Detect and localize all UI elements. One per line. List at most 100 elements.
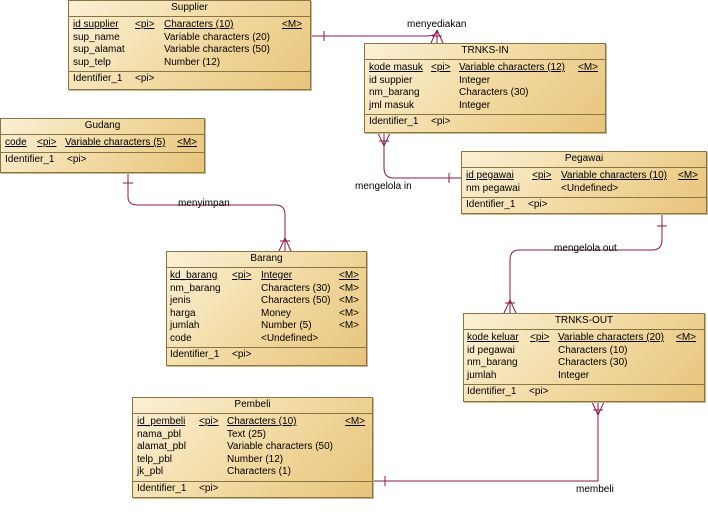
attribute-name: id pegawai <box>466 170 514 181</box>
attribute-list: kode keluar<pi>Variable characters (20)<… <box>464 330 704 385</box>
attribute-name: harga <box>170 307 196 319</box>
attribute-name: nm_barang <box>467 357 518 368</box>
attribute-row: harga Money <M> <box>167 308 366 321</box>
rel-line-membeli <box>373 402 599 482</box>
attribute-row: jk_pbl Characters (1) <box>133 466 372 479</box>
rel-label-membeli: membeli <box>576 484 614 495</box>
attribute-name: jml masuk <box>369 99 415 111</box>
attribute-row: kd_barang<pi>Integer<M> <box>167 270 366 283</box>
card-many-barang-b <box>284 237 292 252</box>
identifier-name: Identifier_1 <box>5 153 55 165</box>
card-many-trnksout-a <box>503 299 511 314</box>
attribute-mandatory: <M> <box>339 270 360 281</box>
rel-label-mengelola-in: mengelola in <box>355 181 412 192</box>
identifier-row: Identifier_1 <pi> <box>1 153 204 167</box>
attribute-row: id supplier<pi>Characters (10)<M> <box>69 19 310 32</box>
rel-label-mengelola-out: mengelola out <box>554 243 617 254</box>
attribute-type: Characters (1) <box>227 466 291 477</box>
attribute-list: id supplier<pi>Characters (10)<M>sup_nam… <box>69 17 310 72</box>
attribute-row: id_pembeli<pi>Characters (10)<M> <box>133 416 372 429</box>
identifier-row: Identifier_1 <pi> <box>133 482 372 496</box>
attribute-type: Characters (50) <box>261 295 331 306</box>
entity-supplier[interactable]: Supplier id supplier<pi>Characters (10)<… <box>68 0 311 90</box>
attribute-type: Integer <box>558 369 590 381</box>
attribute-name: id pegawai <box>467 344 515 356</box>
attribute-pi: <pi> <box>37 137 57 148</box>
attribute-type: <Undefined> <box>261 332 319 344</box>
attribute-row: code<Undefined> <box>167 333 366 346</box>
attribute-list: kode masuk<pi>Variable characters (12)<M… <box>365 60 605 115</box>
attribute-type: Variable characters (20) <box>558 332 664 343</box>
attribute-row: id pegawai Characters (10) <box>464 345 704 358</box>
attribute-mandatory: <M> <box>339 307 360 319</box>
attribute-type: Money <box>261 307 292 319</box>
identifier-row: Identifier_1 <pi> <box>464 385 704 399</box>
attribute-pi: <pi> <box>530 332 550 343</box>
attribute-type: Text (25) <box>227 428 266 440</box>
rel-line-mengelola-out <box>509 214 663 313</box>
attribute-pi: <pi> <box>532 170 552 181</box>
attribute-pi: <pi> <box>135 19 155 30</box>
entity-pegawai[interactable]: Pegawai id pegawai<pi>Variable character… <box>461 151 707 214</box>
identifier-row: Identifier_1 <pi> <box>365 115 605 129</box>
entity-pembeli[interactable]: Pembeli id_pembeli<pi>Characters (10)<M>… <box>132 397 373 498</box>
entity-gudang[interactable]: Gudang code<pi>Variable characters (5)<M… <box>0 118 205 173</box>
identifier-row: Identifier_1 <pi> <box>167 348 366 362</box>
rel-label-menyediakan: menyediakan <box>407 19 467 30</box>
attribute-row: nama_pbl Text (25) <box>133 429 372 442</box>
attribute-type: Variable characters (10) <box>561 170 667 181</box>
attribute-name: nama_pbl <box>137 428 181 440</box>
entity-title: TRNKS-IN <box>365 44 605 60</box>
rel-line-menyimpan <box>127 173 286 251</box>
attribute-name: alamat_pbl <box>137 441 186 452</box>
attribute-type: Integer <box>459 99 491 111</box>
attribute-type: Characters (10) <box>558 344 628 356</box>
identifier-name: Identifier_1 <box>170 349 220 360</box>
attribute-type: Characters (10) <box>227 416 297 427</box>
attribute-list: id pegawai <pi> Variable characters (10) <M… <box>462 168 706 198</box>
attribute-mandatory: <M> <box>676 332 697 343</box>
attribute-type: Integer <box>261 270 293 281</box>
identifier-row: Identifier_1 <pi> <box>462 198 706 212</box>
attribute-type: Characters (30) <box>261 282 331 294</box>
attribute-name: sup_alamat <box>73 44 125 55</box>
attribute-type: Characters (10) <box>164 19 234 30</box>
attribute-name: jk_pbl <box>137 466 164 477</box>
attribute-row: code<pi>Variable characters (5)<M> <box>1 137 204 150</box>
attribute-mandatory: <M> <box>177 137 198 148</box>
attribute-type: Number (12) <box>227 453 284 465</box>
entity-title: Gudang <box>1 119 204 135</box>
attribute-name: jumlah <box>170 320 200 331</box>
attribute-mandatory: <M> <box>339 320 360 331</box>
entity-trnks-in[interactable]: TRNKS-IN kode masuk<pi>Variable characte… <box>364 43 606 133</box>
identifier-pi: <pi> <box>232 349 252 360</box>
attribute-row: jml masuk Integer <box>365 100 605 113</box>
attribute-mandatory: <M> <box>339 295 360 306</box>
identifier-pi: <pi> <box>199 482 219 494</box>
attribute-type: Variable characters (12) <box>459 62 565 73</box>
attribute-name: nm_barang <box>369 87 420 98</box>
identifier-name: Identifier_1 <box>369 116 419 127</box>
attribute-type: <Undefined> <box>561 182 619 194</box>
attribute-mandatory: <M> <box>678 170 699 181</box>
rel-line-mengelola-in <box>383 133 461 179</box>
attribute-name: kode masuk <box>369 62 423 73</box>
attribute-type: Number (5) <box>261 320 312 331</box>
attribute-row: id pegawai <pi> Variable characters (10) <M… <box>462 170 706 183</box>
entity-trnks-out[interactable]: TRNKS-OUT kode keluar<pi>Variable charac… <box>463 313 705 402</box>
card-many-trnksin-d <box>383 132 391 147</box>
attribute-name: kd_barang <box>170 270 218 281</box>
attribute-mandatory: <M> <box>345 416 366 427</box>
attribute-type: Variable characters (20) <box>164 31 270 43</box>
